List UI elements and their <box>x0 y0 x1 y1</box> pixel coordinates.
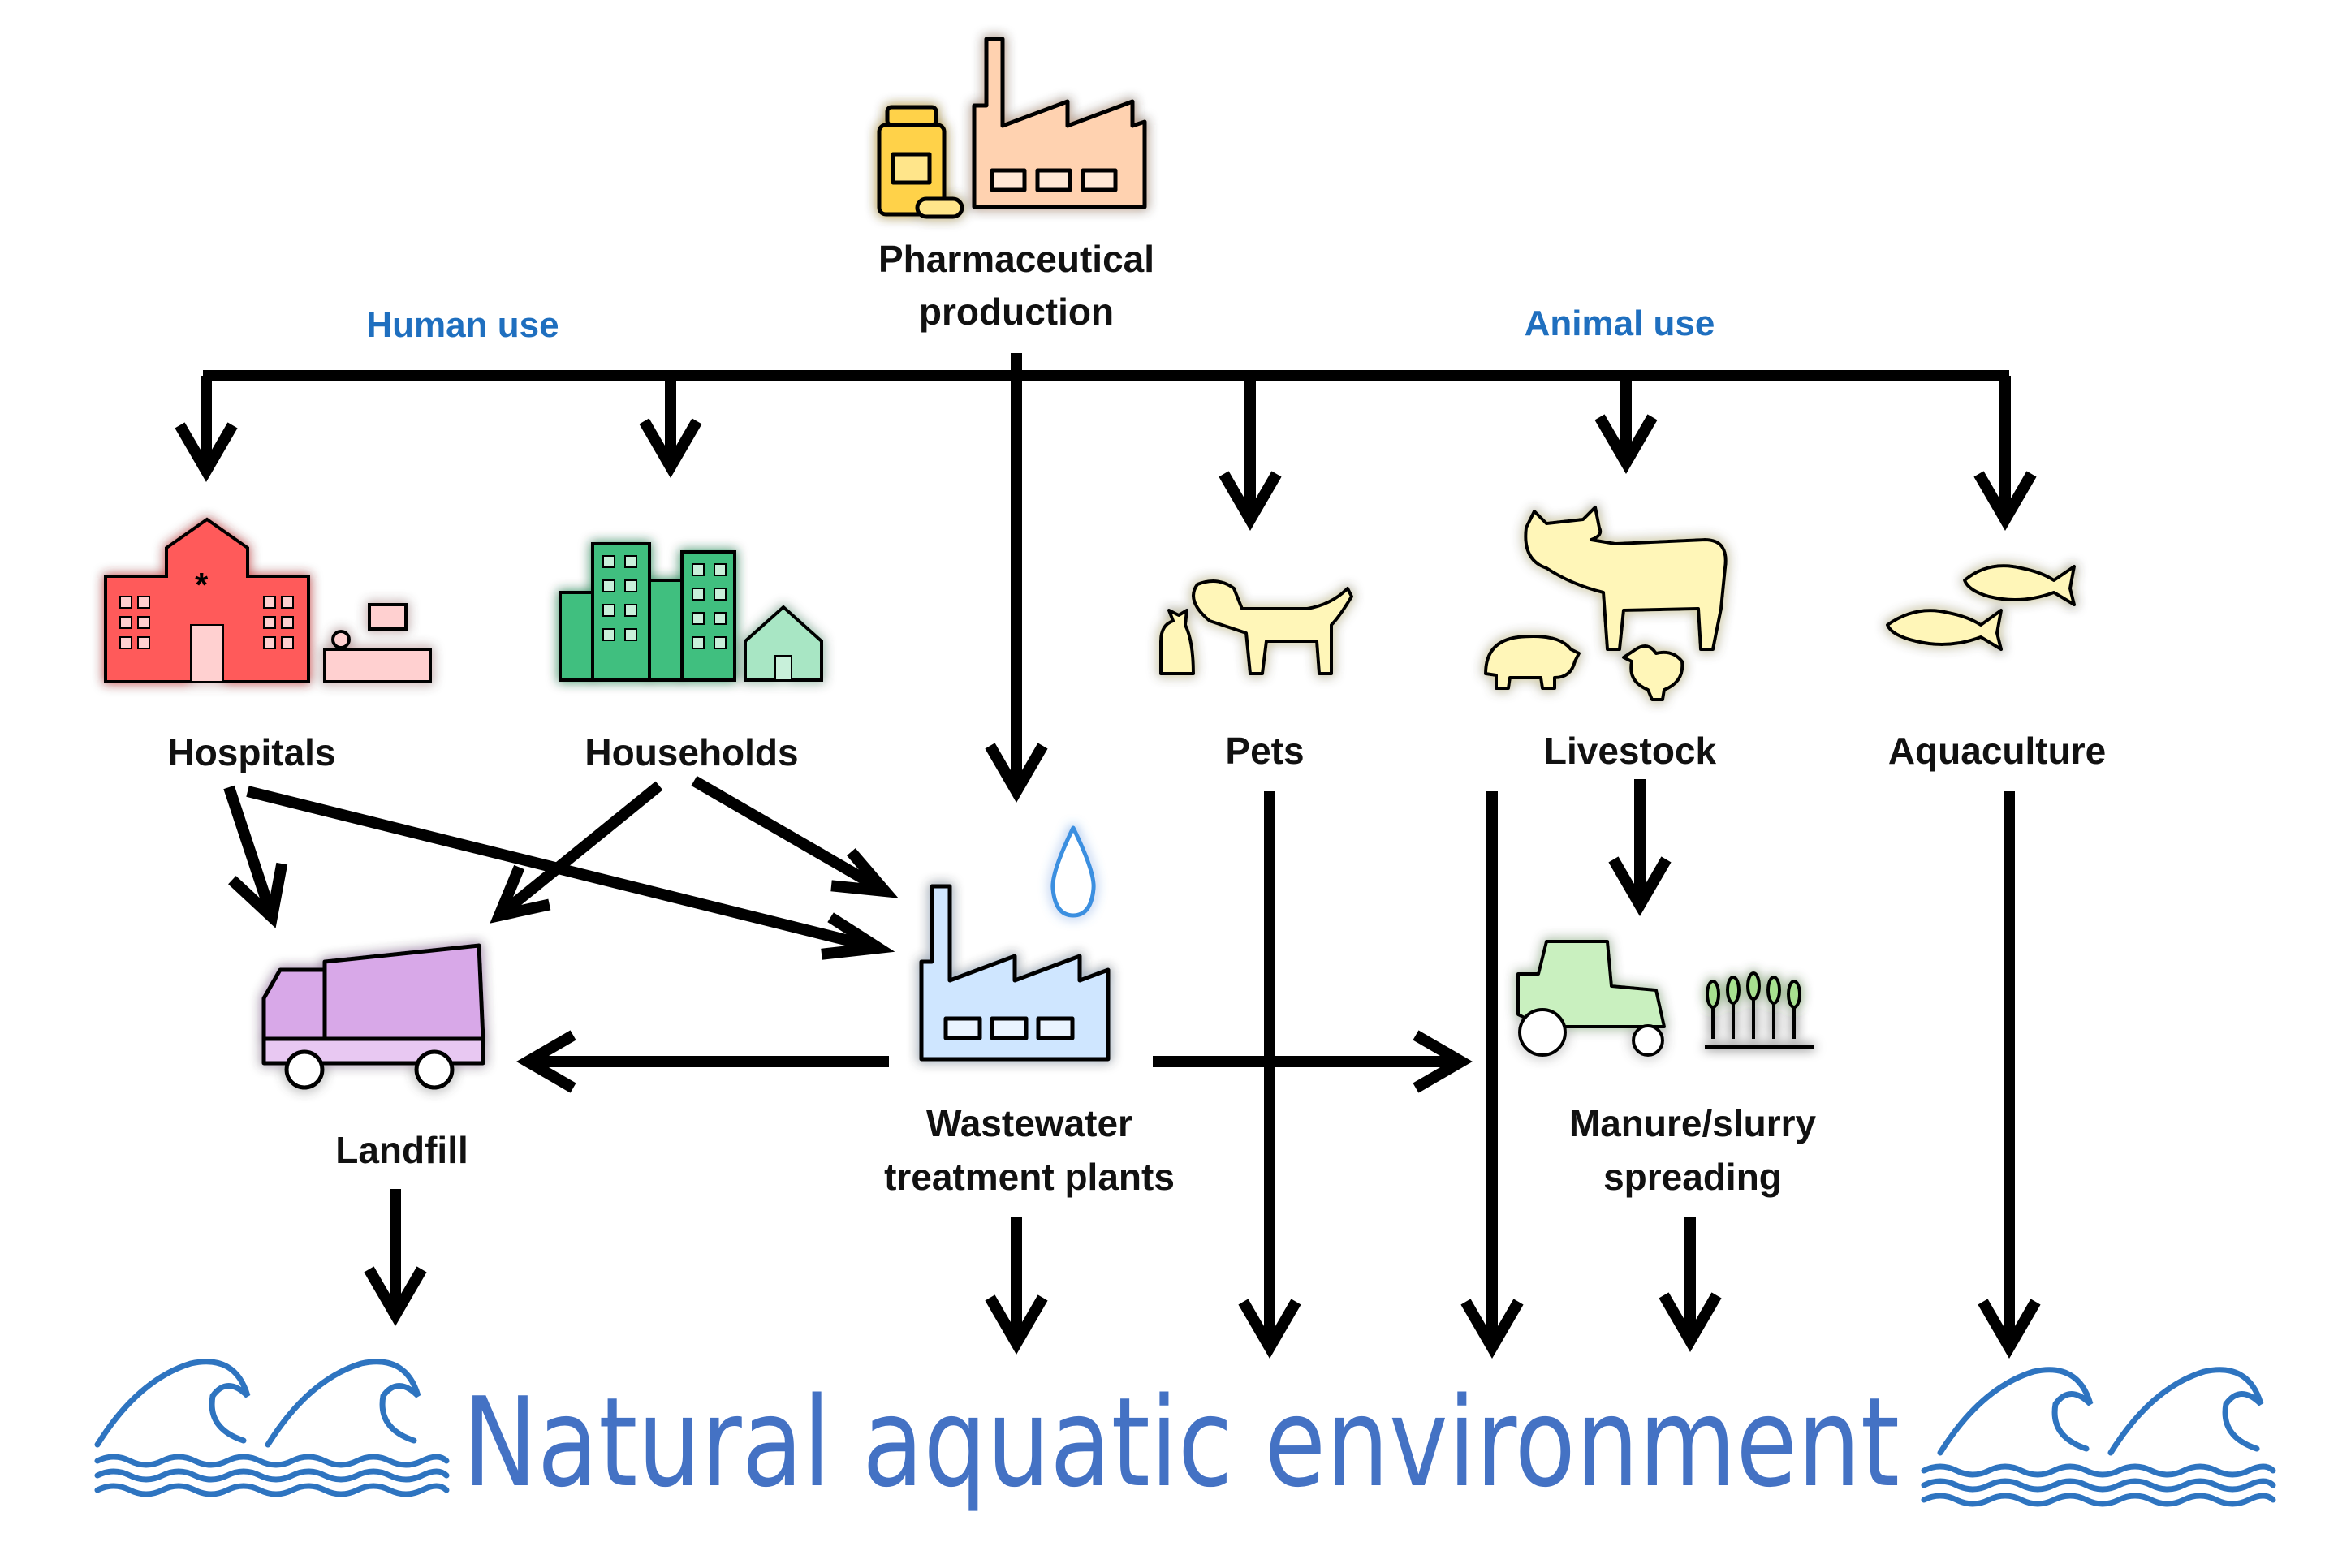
pill-bottle-and-factory-icon <box>877 37 1147 219</box>
label-landfill: Landfill <box>335 1129 468 1171</box>
label-livestock: Livestock <box>1544 730 1717 772</box>
tractor-and-crops-icon <box>1516 940 1814 1057</box>
label-wwtp-line2: treatment plants <box>884 1156 1175 1198</box>
label-pets: Pets <box>1225 730 1304 772</box>
cow-pig-chicken-icon <box>1484 506 1728 701</box>
apartment-buildings-and-house-icon <box>559 542 823 682</box>
natural-aquatic-environment-title: Natural aquatic environment <box>463 1371 1900 1514</box>
wave-icon-right <box>1921 1367 2276 1507</box>
arrow-households-to-wwtp <box>691 775 888 897</box>
label-aquaculture: Aquaculture <box>1888 730 2106 772</box>
pharma-label-line1: Pharmaceutical <box>878 238 1154 280</box>
svg-text:*: * <box>195 566 209 604</box>
dump-truck-icon <box>261 943 485 1090</box>
label-manure-line1: Manure/slurry <box>1569 1102 1817 1144</box>
wave-icon-left <box>94 1359 450 1497</box>
dog-and-cat-icon <box>1159 579 1353 675</box>
hospital-building-and-patient-bed-icon: * <box>104 517 432 683</box>
label-households: Households <box>584 731 798 773</box>
arrow-households-to-landfill <box>495 781 663 920</box>
label-manure-line2: spreading <box>1603 1156 1782 1198</box>
label-wwtp-line1: Wastewater <box>926 1102 1132 1144</box>
category-human-use: Human use <box>366 305 559 345</box>
label-hospitals: Hospitals <box>167 731 335 773</box>
flow-arrows <box>175 353 2041 1359</box>
arrow-hospitals-to-landfill <box>223 785 278 920</box>
factory-with-water-drop-icon <box>919 825 1111 1062</box>
category-animal-use: Animal use <box>1525 304 1715 343</box>
pharma-label-line2: production <box>919 291 1114 333</box>
fish-icon <box>1886 564 2076 651</box>
